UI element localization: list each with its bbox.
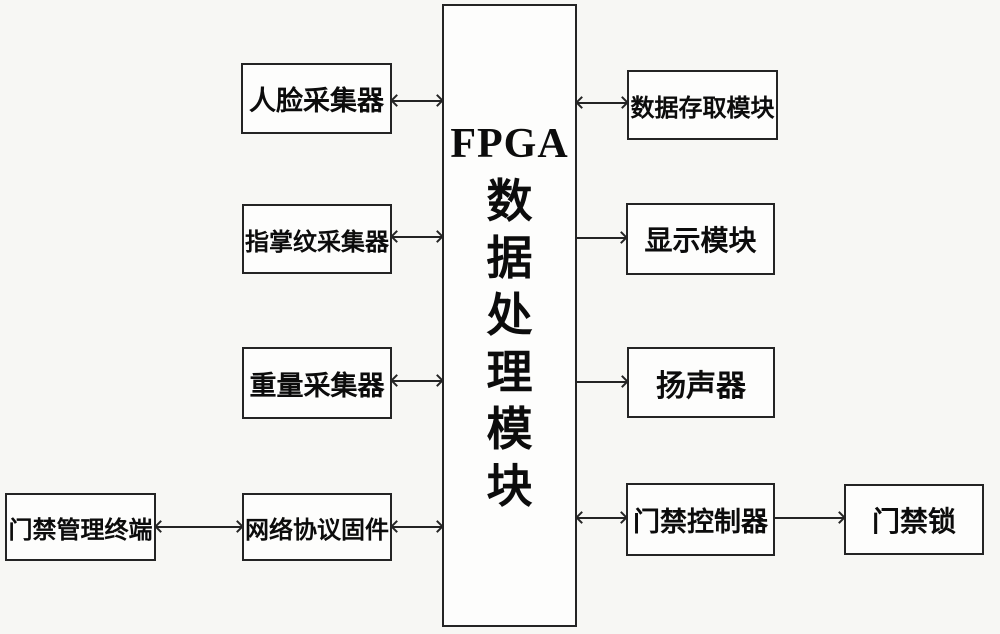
double-arrow-face-fpga bbox=[390, 94, 444, 107]
arrow-controller-lock bbox=[775, 511, 846, 524]
fpga-label-line: 理 bbox=[486, 347, 533, 398]
node-access-controller: 门禁控制器 bbox=[626, 483, 775, 556]
node-display-module: 显示模块 bbox=[626, 203, 775, 275]
double-arrow-fpga-controller bbox=[575, 511, 628, 524]
fpga-label-line: 处 bbox=[486, 290, 533, 341]
fpga-label-line: FPGA bbox=[450, 121, 569, 167]
fpga-label-line: 数 bbox=[486, 176, 533, 227]
fpga-label-line: 据 bbox=[486, 233, 533, 284]
fpga-label-line: 模 bbox=[486, 404, 533, 455]
node-face-collector: 人脸采集器 bbox=[241, 63, 392, 134]
node-access-lock: 门禁锁 bbox=[844, 484, 984, 555]
node-network-protocol-firmware: 网络协议固件 bbox=[242, 493, 392, 561]
arrowhead-left-icon bbox=[575, 96, 588, 109]
arrowhead-left-icon bbox=[390, 230, 403, 243]
fpga-vertical-label: FPGA 数 据 处 理 模 块 bbox=[450, 116, 568, 515]
double-arrow-weight-fpga bbox=[390, 374, 444, 387]
arrowhead-left-icon bbox=[154, 520, 167, 533]
node-data-storage-module: 数据存取模块 bbox=[627, 70, 778, 140]
arrow-fpga-display bbox=[577, 231, 628, 244]
node-weight-collector: 重量采集器 bbox=[242, 347, 392, 419]
arrowhead-left-icon bbox=[390, 94, 403, 107]
double-arrow-finger-fpga bbox=[390, 230, 444, 243]
double-arrow-fpga-storage bbox=[575, 96, 629, 109]
node-finger-palm-print-collector: 指掌纹采集器 bbox=[242, 204, 392, 274]
arrowhead-left-icon bbox=[390, 520, 403, 533]
node-fpga-data-processing-module: FPGA 数 据 处 理 模 块 bbox=[442, 4, 577, 627]
arrow-fpga-speaker bbox=[577, 375, 629, 388]
double-arrow-terminal-network bbox=[154, 520, 244, 533]
fpga-label-line: 块 bbox=[486, 461, 533, 512]
node-access-management-terminal: 门禁管理终端 bbox=[5, 493, 156, 561]
double-arrow-network-fpga bbox=[390, 520, 444, 533]
arrowhead-left-icon bbox=[390, 374, 403, 387]
arrowhead-left-icon bbox=[575, 511, 588, 524]
node-speaker: 扬声器 bbox=[627, 347, 775, 418]
